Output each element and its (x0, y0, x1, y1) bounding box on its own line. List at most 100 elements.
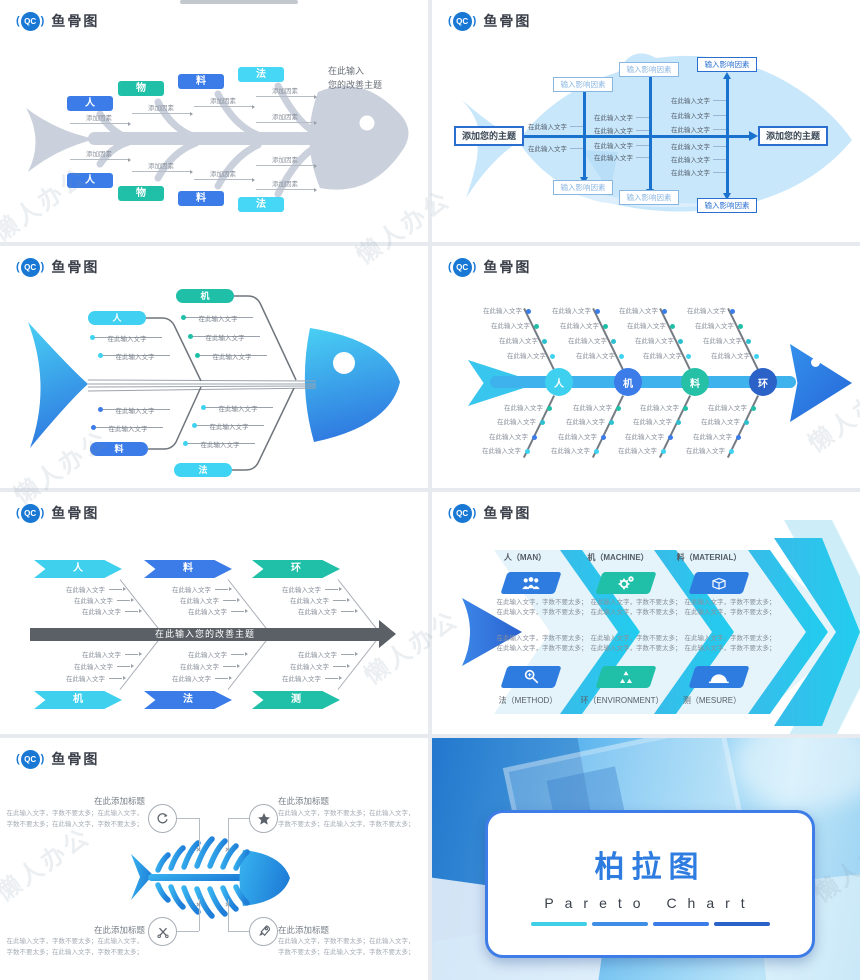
fish-spine-lines (87, 379, 317, 392)
qc-logo-text: QC (452, 257, 472, 277)
qc-logo-icon: QC (16, 257, 44, 277)
bone-label: 在此输入文字 (695, 405, 756, 413)
fish-head (304, 328, 400, 442)
slide-header: QC 鱼骨图 (448, 503, 531, 523)
left-arrow-head (462, 598, 522, 666)
qc-logo-icon: QC (448, 11, 476, 31)
slide-thumbnail-6[interactable]: QC 鱼骨图 人（MAN） 机（MACHINE） 料（MATERIAL） (432, 492, 860, 734)
bone-label: 在此输入文字 (547, 323, 608, 331)
callout-body: 在此输入文字，字数不要太多；在此输入文字，字数不要太多；在此输入文字，字数不要太… (6, 810, 144, 829)
node-circle: 机 (614, 368, 642, 396)
category-header: 人（MAN） (503, 553, 547, 562)
sub-branch-row: 在此输入文字 (181, 308, 253, 323)
factor-box: 输入影响因素 (553, 77, 613, 92)
bone-label: 在此输入文字 (470, 308, 531, 316)
factor-label: 添加因素 (132, 160, 193, 174)
slide-thumbnail-1[interactable]: QC 鱼骨图 人 物 料 法 人 物 料 法 添加因素 添加因素 添加因素 添加… (0, 0, 428, 242)
body-text: 在此输入文字，字数不要太多；在此输入文字，字数不要太多； (496, 635, 588, 653)
enter-text-row: 在此输入文字 (594, 125, 649, 135)
callout-body: 在此输入文字，字数不要太多；在此输入文字，字数不要太多；在此输入文字，字数不要太… (278, 938, 415, 957)
sub-branch-row: 在此输入文字 (90, 328, 162, 343)
sub-branch-row: 在此输入文字 (188, 327, 260, 342)
enter-text-row: 在此输入文字 (290, 661, 350, 671)
cover-title-cn: 柏拉图 (594, 850, 706, 884)
callout-body: 在此输入文字，字数不要太多；在此输入文字，字数不要太多；在此输入文字，字数不要太… (6, 938, 144, 957)
qc-logo-icon: QC (16, 503, 44, 523)
enter-text-row: 在此输入文字 (671, 154, 726, 164)
enter-text-row: 在此输入文字 (82, 606, 142, 616)
enter-text-row: 在此输入文字 (594, 140, 649, 150)
enter-text-row: 在此输入文字 (66, 673, 126, 683)
bone-label: 在此输入文字 (469, 448, 530, 456)
enter-text-row: 在此输入文字 (298, 606, 358, 616)
sub-branch-row: 在此输入文字 (183, 434, 255, 449)
enter-text-row: 在此输入文字 (180, 661, 240, 671)
slide-thumbnail-7[interactable]: QC 鱼骨图 (0, 738, 428, 980)
fish-head (790, 344, 852, 422)
factor-label: 添加因素 (194, 168, 255, 182)
callout-line (176, 931, 199, 932)
bone-label: 在此输入文字 (698, 353, 759, 361)
slide-thumbnail-4[interactable]: QC 鱼骨图 人 机 料 环 在此输入文字 在此输入文字 在此输入文字 在此输入… (432, 246, 860, 488)
callout-line (228, 818, 229, 850)
branch-label: 物 (118, 186, 164, 201)
enter-text-row: 在此输入文字 (74, 595, 134, 605)
enter-text-row: 在此输入文字 (671, 95, 726, 105)
enter-text-row: 在此输入文字 (298, 649, 358, 659)
category-header: 环（ENVIRONMENT） (580, 696, 664, 705)
factor-box: 输入影响因素 (619, 62, 679, 77)
slide-thumbnail-3[interactable]: QC 鱼骨图 人 机 料 法 在此输入文字 在此输入文字 在此输 (0, 246, 428, 488)
fish-eye (333, 352, 355, 374)
fish-eye (811, 358, 820, 367)
team-icon (500, 572, 562, 594)
fish-head (309, 86, 409, 190)
bone-label: 在此输入文字 (690, 338, 751, 346)
bone-label: 在此输入文字 (627, 405, 688, 413)
main-spine-arrow: 在此输入您的改善主题 (30, 620, 396, 648)
enter-text-row: 在此输入文字 (671, 110, 726, 120)
slide-title: 鱼骨图 (483, 505, 532, 521)
qc-logo-text: QC (20, 503, 40, 523)
qc-logo-icon: QC (16, 11, 44, 31)
callout-line (228, 931, 249, 932)
factor-box: 输入影响因素 (619, 190, 679, 205)
bone-label: 在此输入文字 (674, 308, 735, 316)
body-text: 在此输入文字，字数不要太多；在此输入文字，字数不要太多； (496, 599, 588, 617)
factor-label: 添加因素 (194, 95, 255, 109)
enter-text-row: 在此输入文字 (172, 584, 232, 594)
branch-label: 人 (67, 173, 113, 188)
qc-logo-icon: QC (448, 257, 476, 277)
enter-text-row: 在此输入文字 (188, 606, 248, 616)
scrollbar-thumb[interactable] (180, 0, 298, 4)
enter-text-row: 在此输入文字 (66, 584, 126, 594)
qc-logo-icon: QC (16, 749, 44, 769)
fish-ribs (155, 836, 250, 919)
theme-box-left: 添加您的主题 (454, 126, 524, 146)
fish-tail (131, 854, 153, 900)
enter-text-row: 在此输入文字 (188, 649, 248, 659)
gears-icon (595, 572, 657, 594)
body-text: 在此输入文字，字数不要太多；在此输入文字，字数不要太多； (590, 599, 682, 617)
callout-line (228, 818, 249, 819)
category-header: 机（MACHINE） (587, 553, 649, 562)
bone-label: 在此输入文字 (680, 434, 741, 442)
fish-tail (26, 108, 96, 172)
bone-label: 在此输入文字 (478, 323, 539, 331)
sub-branch-row: 在此输入文字 (98, 400, 170, 415)
sub-branch-row: 在此输入文字 (192, 416, 264, 431)
fish-eye (359, 115, 375, 131)
node-circle: 料 (681, 368, 709, 396)
factor-label: 添加因素 (256, 154, 317, 168)
sub-branch-row: 在此输入文字 (195, 346, 267, 361)
chevron-banner: 机 (34, 691, 122, 709)
slide-thumbnail-5[interactable]: QC 鱼骨图 在此输入您的改善主题 人 料 环 机 法 测 在此输入文字 在此输… (0, 492, 428, 734)
category-header: 测（MESURE） (682, 696, 742, 705)
branch-label: 料 (178, 74, 224, 89)
body-text: 在此输入文字，字数不要太多；在此输入文字，字数不要太多； (684, 635, 776, 653)
slide-thumbnail-8[interactable]: 柏拉图 Pareto Chart (432, 738, 860, 980)
slide-thumbnail-2[interactable]: QC 鱼骨图 添加您的主题 添加您的主题 输入影响因素 输入影响因素 输入影响因… (432, 0, 860, 242)
sub-branch-row: 在此输入文字 (91, 418, 163, 433)
bone-label: 在此输入文字 (539, 308, 600, 316)
branch-label: 法 (238, 197, 284, 212)
star-icon (249, 804, 278, 833)
